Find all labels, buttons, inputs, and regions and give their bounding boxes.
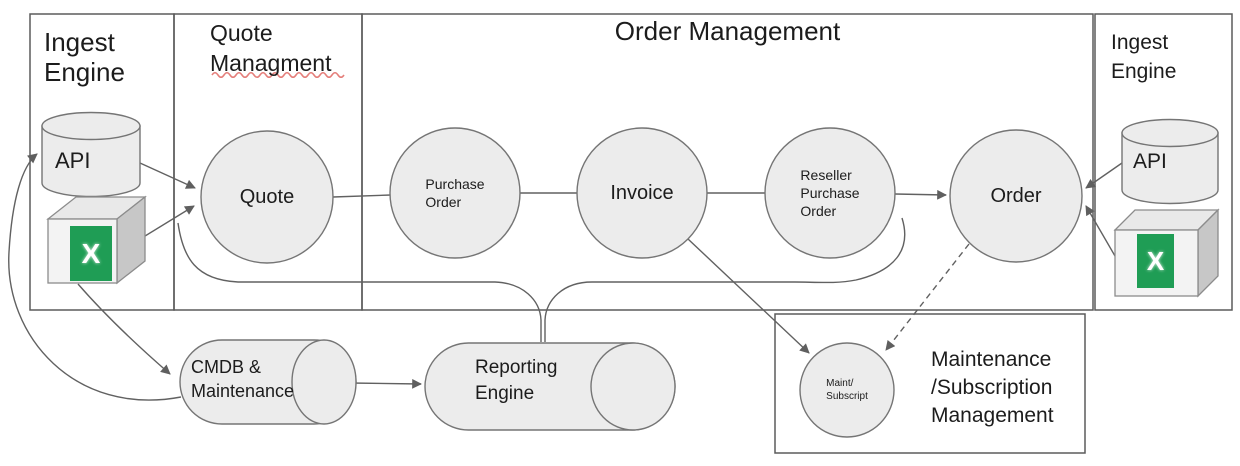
reporting-engine-cylinder[interactable]: [424, 342, 676, 431]
order-management-box[interactable]: [361, 13, 1094, 311]
excel-left-node[interactable]: [46, 195, 147, 285]
order-circle[interactable]: [949, 129, 1083, 263]
cmdb-maintenance-label: CMDB & Maintenance: [191, 357, 295, 401]
excel-right-logo-panel: [1137, 234, 1174, 288]
invoice-label: Invoice: [610, 181, 674, 204]
order-management-title: Order Management: [614, 16, 841, 46]
connector-order-to-maint-subscript-dashed[interactable]: [885, 243, 970, 351]
ingest-engine-left-title: Ingest Engine: [44, 27, 125, 87]
connector-reseller-po-to-order[interactable]: [894, 189, 947, 200]
connector-cmdb-to-api-left[interactable]: [8, 153, 182, 401]
ingest-engine-right-title: Ingest Engine: [1111, 31, 1177, 83]
excel-left-icon: X: [81, 237, 101, 269]
api-right-cylinder[interactable]: [1121, 118, 1219, 205]
connector-quote-to-purchase-order[interactable]: [332, 194, 392, 198]
connector-invoice-to-maint-subscript[interactable]: [687, 238, 810, 354]
connector-excel-left-to-cmdb[interactable]: [77, 283, 171, 375]
quote-label: Quote: [239, 185, 295, 208]
reseller-purchase-order-circle[interactable]: [764, 127, 896, 259]
connector-reseller-po-to-reporting[interactable]: [544, 217, 906, 342]
connector-api-left-to-quote[interactable]: [139, 162, 196, 189]
api-left-label: API: [55, 148, 91, 173]
connector-excel-right-to-order[interactable]: [1085, 205, 1116, 257]
maint-subscript-circle[interactable]: [799, 342, 895, 438]
maintenance-subscription-title: Maintenance /Subscription Management: [931, 348, 1054, 427]
connector-quote-to-reporting[interactable]: [177, 222, 542, 342]
ingest-engine-right-box[interactable]: [1094, 13, 1233, 311]
connector-api-right-to-order[interactable]: [1085, 162, 1123, 189]
invoice-circle[interactable]: [576, 127, 708, 259]
reporting-engine-label: Reporting Engine: [475, 357, 558, 404]
maintenance-subscription-box[interactable]: [774, 313, 1086, 454]
api-right-label: API: [1133, 150, 1167, 173]
excel-right-icon: X: [1146, 245, 1165, 276]
spellcheck-squiggle: [211, 71, 345, 79]
purchase-order-circle[interactable]: [389, 127, 521, 259]
maint-subscript-label: Maint/ Subscript: [826, 378, 868, 402]
connector-cmdb-to-reporting[interactable]: [349, 378, 422, 389]
reseller-purchase-order-label: Reseller Purchase Order: [800, 167, 860, 219]
api-left-cylinder[interactable]: [41, 111, 141, 198]
excel-right-node[interactable]: [1113, 208, 1220, 298]
excel-left-logo-panel: [70, 226, 112, 281]
cmdb-maintenance-cylinder[interactable]: [179, 339, 357, 425]
order-label: Order: [990, 184, 1042, 207]
purchase-order-label: Purchase Order: [425, 176, 485, 210]
quote-management-title: Quote Managment: [210, 20, 332, 76]
quote-circle[interactable]: [200, 130, 334, 264]
